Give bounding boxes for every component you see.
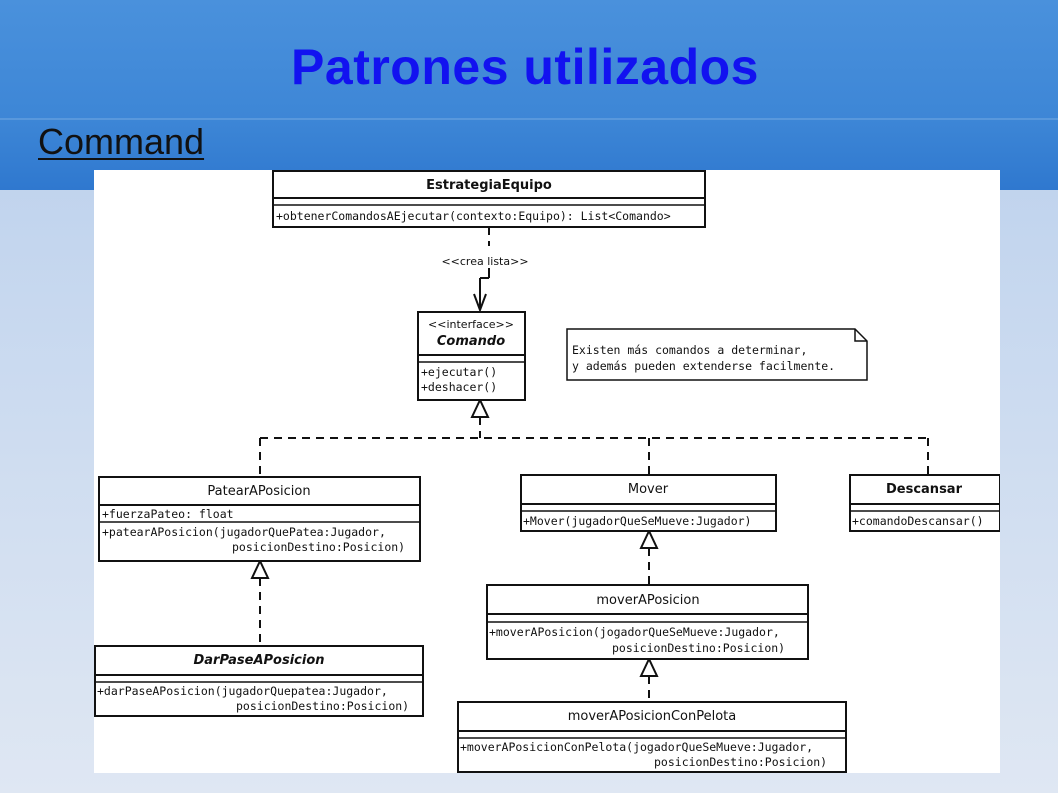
class-estrategia-equipo: EstrategiaEquipo +obtenerComandosAEjecut… xyxy=(272,170,706,228)
class-mover-a-posicion: moverAPosicion +moverAPosicion(jogadorQu… xyxy=(486,584,809,660)
class-name: DarPaseAPosicion xyxy=(193,653,324,668)
class-name: Mover xyxy=(628,482,669,497)
class-dar-pase-a-posicion: DarPaseAPosicion +darPaseAPosicion(jugad… xyxy=(94,645,424,717)
class-method: +Mover(jugadorQueSeMueve:Jugador) xyxy=(523,514,751,528)
note-text: Existen más comandos a determinar, xyxy=(572,343,807,357)
interface-method: +deshacer() xyxy=(421,380,497,394)
class-attribute: +fuerzaPateo: float xyxy=(102,507,234,521)
class-method: +moverAPosicionConPelota(jogadorQueSeMue… xyxy=(460,740,813,754)
class-mover: Mover +Mover(jugadorQueSeMueve:Jugador) xyxy=(520,474,777,532)
class-patear-a-posicion: PatearAPosicion +fuerzaPateo: float +pat… xyxy=(98,476,421,562)
title-band xyxy=(0,0,1058,190)
dependency-label: <<crea lista>> xyxy=(441,255,528,268)
interface-method: +ejecutar() xyxy=(421,365,497,379)
realization-hierarchy-lines xyxy=(259,417,929,700)
class-method: posicionDestino:Posicion) xyxy=(654,755,827,769)
uml-diagram-canvas: <<crea lista>> EstrategiaEquipo +obtener… xyxy=(94,170,1001,773)
slide-title: Patrones utilizados xyxy=(291,39,759,95)
uml-class-diagram: <<crea lista>> EstrategiaEquipo +obtener… xyxy=(94,170,1001,773)
slide-subtitle: Command xyxy=(38,121,205,162)
class-method: +darPaseAPosicion(jugadorQuepatea:Jugado… xyxy=(97,684,388,698)
class-name: EstrategiaEquipo xyxy=(426,178,552,193)
interface-name: Comando xyxy=(437,334,505,349)
dependency-arrow-crea-lista xyxy=(473,227,490,313)
class-name: Descansar xyxy=(886,482,963,497)
class-name: moverAPosicion xyxy=(596,593,699,608)
class-name: moverAPosicionConPelota xyxy=(568,709,737,724)
class-method: posicionDestino:Posicion) xyxy=(612,641,785,655)
class-method: posicionDestino:Posicion) xyxy=(232,540,405,554)
interface-comando: <<interface>> Comando +ejecutar() +desha… xyxy=(417,311,526,401)
uml-note: Existen más comandos a determinar, y ade… xyxy=(566,328,868,381)
class-method: +comandoDescansar() xyxy=(852,514,984,528)
class-method: +patearAPosicion(jugadorQuePatea:Jugador… xyxy=(102,525,386,539)
class-name: PatearAPosicion xyxy=(207,484,310,499)
class-method: +obtenerComandosAEjecutar(contexto:Equip… xyxy=(276,209,671,223)
interface-stereotype: <<interface>> xyxy=(428,318,514,331)
class-method: +moverAPosicion(jogadorQueSeMueve:Jugado… xyxy=(489,625,780,639)
note-text: y además pueden extenderse facilmente. xyxy=(572,359,835,373)
class-descansar: Descansar +comandoDescansar() xyxy=(849,474,1001,532)
class-method: posicionDestino:Posicion) xyxy=(236,699,409,713)
inheritance-triangles xyxy=(250,397,659,677)
class-mover-a-posicion-con-pelota: moverAPosicionConPelota +moverAPosicionC… xyxy=(457,701,847,773)
title-band-divider xyxy=(0,118,1058,120)
